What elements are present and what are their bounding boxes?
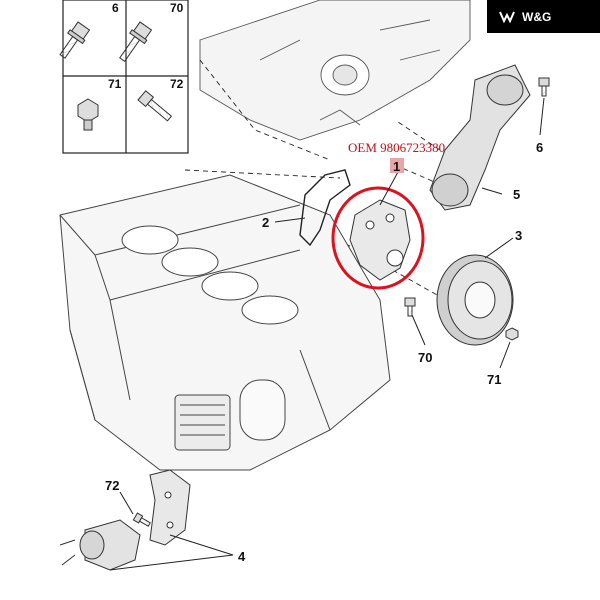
cylinder-head-illustration [199,0,471,141]
highlight-circle [331,186,425,290]
callout-1: 1 [393,159,400,174]
engine-block-illustration [59,174,391,471]
hex-nut-icon [77,98,99,131]
parts-grid-label-70: 70 [170,1,184,15]
water-pump-illustration [349,199,411,281]
flange-bolt-icon [59,21,91,59]
callout-72: 72 [105,478,119,493]
bolt-72-illustration [132,512,151,527]
callout-1-box [390,158,404,173]
nut-71-illustration [505,327,519,341]
callout-6: 6 [536,140,543,155]
callouts: 1 2 3 4 5 6 70 71 72 [105,140,543,564]
bolt-6-illustration [538,77,550,97]
callout-3: 3 [515,228,522,243]
auxiliary-pump-illustration [59,519,141,571]
oem-number: OEM 9806723380 [348,140,445,155]
callout-70: 70 [418,350,432,365]
brand-badge: W&G [487,0,600,33]
callout-71: 71 [487,372,501,387]
oil-filter-module-illustration [174,379,286,451]
parts-grid-label-72: 72 [170,77,184,91]
parts-grid-label-71: 71 [108,77,122,91]
hex-bolt-icon [137,90,173,122]
bolt-70-illustration [404,297,416,317]
leader-lines [109,97,545,571]
parts-grid-cell-72: 72 [137,77,184,122]
brand-name: W&G [522,10,551,24]
callout-5: 5 [513,187,520,202]
callout-2: 2 [262,215,269,230]
tensioner-illustration [429,64,531,211]
gasket-illustration [299,169,351,247]
callout-4: 4 [238,549,246,564]
parts-grid-label-6: 6 [112,1,119,15]
parts-grid-cell-6: 6 [59,1,119,59]
parts-grid: 6 70 71 72 [59,0,189,154]
parts-grid-cell-71: 71 [77,77,122,131]
parts-grid-cell-70: 70 [119,1,184,63]
flange-bolt-icon [119,21,153,63]
brand-logo-icon [499,11,515,24]
pulley-illustration [436,254,514,346]
bracket-illustration [149,469,191,546]
